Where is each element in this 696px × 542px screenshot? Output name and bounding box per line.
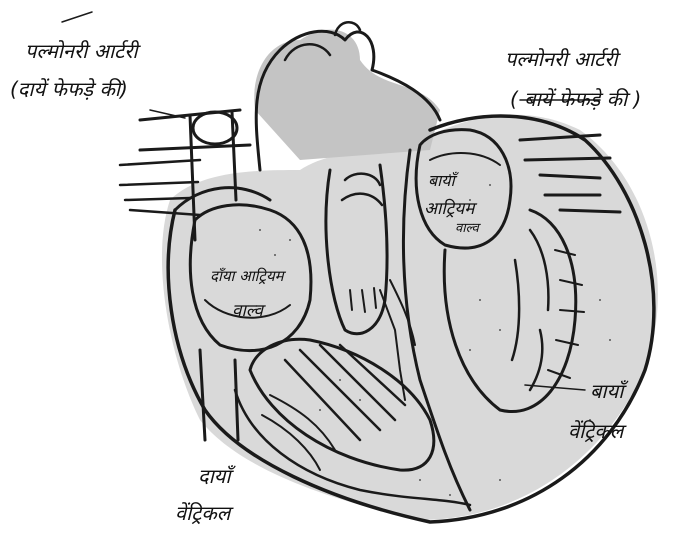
label-right-atrium: दाँया आट्रियम	[210, 268, 284, 285]
label-left-ventricle-line1: बायाँ	[590, 380, 623, 402]
label-left-atrium-line2: आट्रियम	[424, 200, 474, 219]
label-right-ventricle-line1: दायाँ	[198, 465, 231, 487]
label-right-ventricle-line2: वेंट्रिकल	[175, 502, 230, 524]
label-pulmonary-artery-left-line1: पल्मोनरी आर्टरी	[505, 48, 618, 70]
label-pulmonary-artery-right-line2: (दायें फेफड़े की)	[10, 78, 128, 100]
label-left-atrium-valve: वाल्व	[455, 222, 479, 236]
label-left-ventricle-line2: वेंट्रिकल	[568, 420, 623, 442]
label-pulmonary-artery-right-line1: पल्मोनरी आर्टरी	[25, 40, 138, 62]
label-left-atrium-line1: बायाँ	[428, 172, 455, 190]
label-pulmonary-artery-left-line2: ( बायें फेफड़े की )	[510, 88, 641, 110]
label-right-valve: वाल्व	[232, 302, 263, 321]
